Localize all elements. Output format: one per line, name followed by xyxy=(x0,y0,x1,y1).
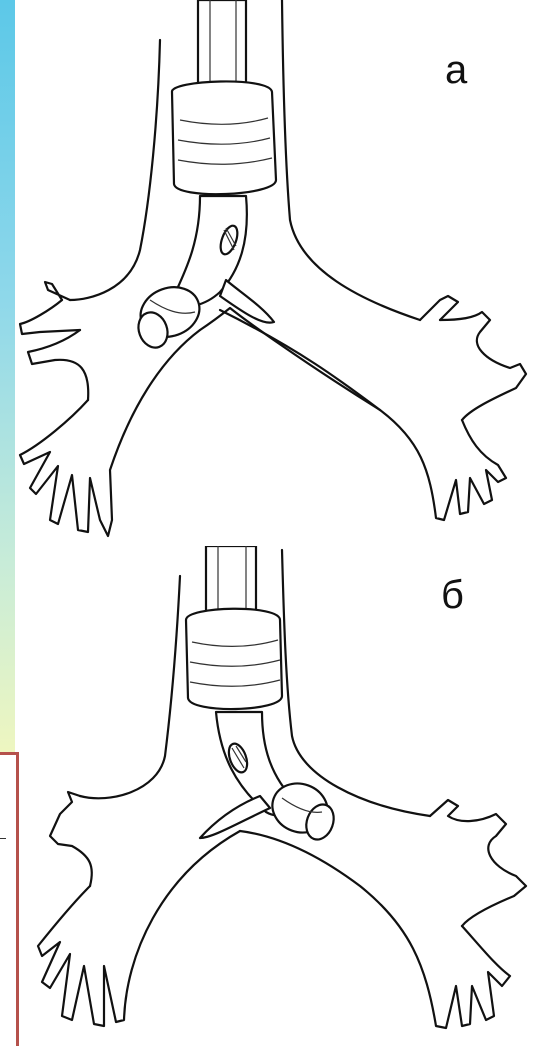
panel-label-a: а xyxy=(445,48,467,93)
bronchial-tree-illustration-b xyxy=(0,546,535,1046)
panel-label-b: б xyxy=(441,573,464,618)
